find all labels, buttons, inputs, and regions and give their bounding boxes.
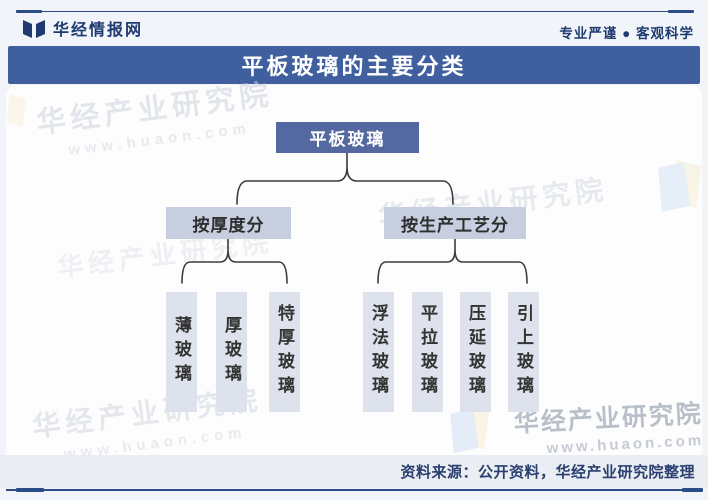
slogan-text: 专业严谨 ● 客观科学 [559, 26, 694, 41]
root-node-label: 平板玻璃 [309, 130, 386, 149]
leaf-label: 浮法玻璃 [369, 304, 388, 400]
huajing-book-logo-icon [23, 20, 45, 38]
branch-node-thickness: 按厚度分 [166, 207, 291, 239]
bottom-rule-line [6, 489, 703, 491]
leaf-node-thin-glass: 薄玻璃 [166, 292, 197, 412]
top-rule-line [16, 11, 694, 12]
leaf-node-float-glass: 浮法玻璃 [363, 292, 394, 412]
footer-source-bar: 资料来源：公开资料，华经产业研究院整理 [0, 455, 708, 488]
root-node: 平板玻璃 [276, 122, 419, 153]
branch-label: 按生产工艺分 [401, 215, 509, 235]
top-rule-right-dash [668, 10, 694, 13]
leaf-label: 特厚玻璃 [275, 304, 294, 400]
leaf-label: 厚玻璃 [222, 316, 241, 388]
data-source-text: 资料来源：公开资料，华经产业研究院整理 [400, 464, 695, 481]
leaf-node-rolled-glass: 压延玻璃 [460, 292, 491, 412]
brand-name: 华经情报网 [53, 22, 144, 39]
leaf-node-extra-thick-glass: 特厚玻璃 [269, 292, 300, 412]
title-bar: 平板玻璃的主要分类 [8, 46, 700, 84]
leaf-node-thick-glass: 厚玻璃 [216, 292, 247, 412]
page-title: 平板玻璃的主要分类 [241, 54, 467, 79]
top-rule-left-dash [16, 10, 42, 13]
leaf-label: 薄玻璃 [172, 316, 191, 388]
bottom-rule-left-dash [16, 488, 44, 492]
leaf-node-flat-drawn-glass: 平拉玻璃 [412, 292, 443, 412]
bottom-rule-right-dash [682, 488, 703, 492]
leaf-label: 引上玻璃 [514, 304, 533, 400]
branch-node-process: 按生产工艺分 [384, 207, 526, 239]
brand-header: 华经情报网 [22, 16, 143, 40]
leaf-label: 压延玻璃 [466, 304, 485, 400]
leaf-node-updraw-glass: 引上玻璃 [508, 292, 539, 412]
leaf-label: 平拉玻璃 [418, 304, 437, 400]
branch-label: 按厚度分 [192, 215, 265, 235]
